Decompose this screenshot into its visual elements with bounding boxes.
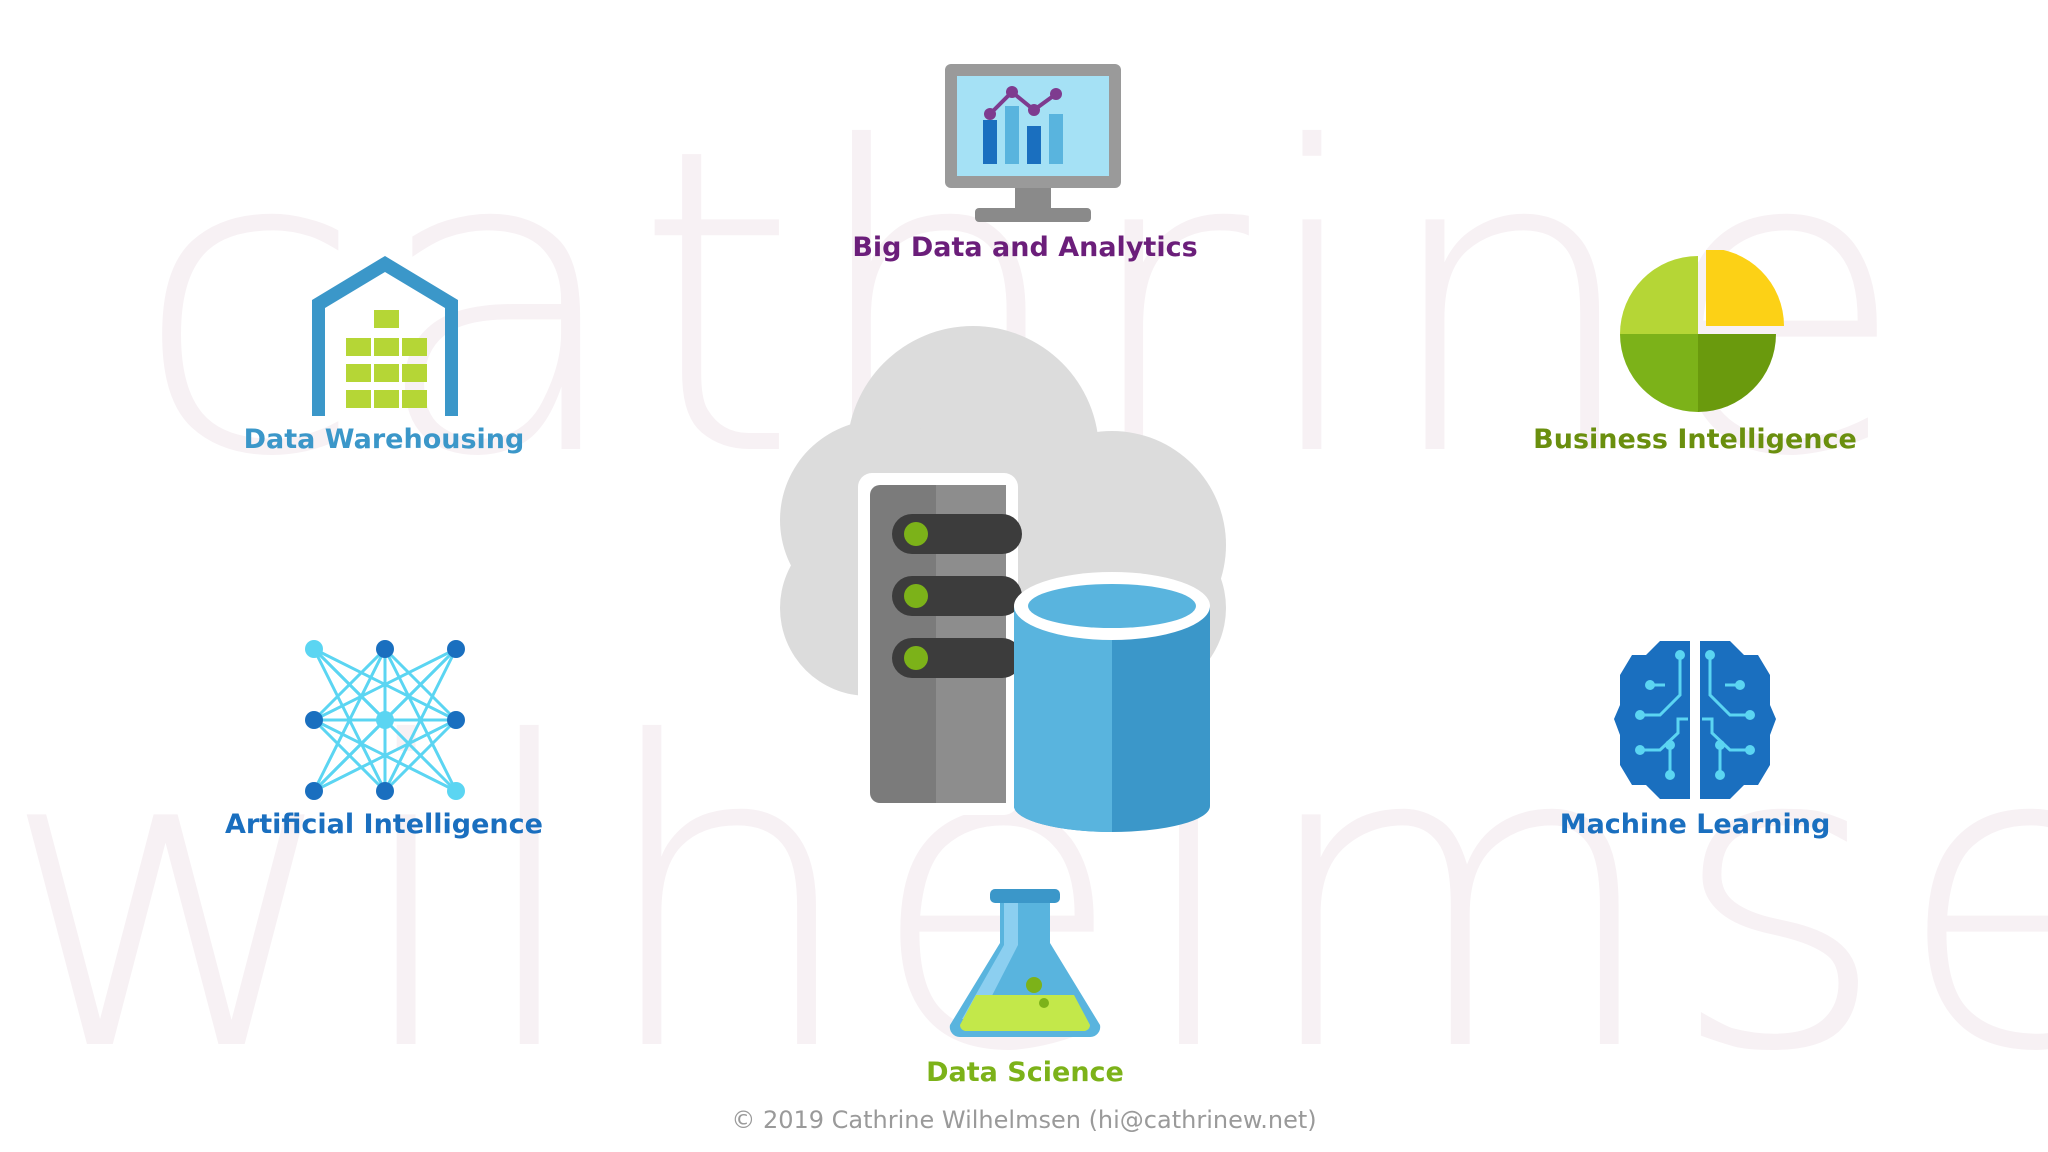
label-business-intelligence: Business Intelligence [1533, 424, 1857, 455]
warehouse-icon [312, 256, 458, 416]
brain-circuit-icon [1614, 641, 1776, 799]
node-business-intelligence: Business Intelligence [1533, 250, 1857, 460]
node-big-data-analytics: Big Data and Analytics [852, 62, 1198, 262]
label-big-data-analytics: Big Data and Analytics [852, 232, 1198, 263]
node-data-science: Data Science [925, 885, 1125, 1095]
pie-chart-icon [1620, 250, 1784, 412]
cloud-server-database-icon [780, 326, 1226, 832]
footer-copyright: © 2019 Cathrine Wilhelmsen (hi@cathrinew… [731, 1106, 1317, 1134]
label-data-science: Data Science [926, 1057, 1124, 1088]
monitor-chart-icon [945, 64, 1121, 222]
flask-icon [949, 889, 1101, 1038]
center-cloud-server-database [760, 310, 1290, 840]
label-data-warehousing: Data Warehousing [243, 424, 525, 455]
node-data-warehousing: Data Warehousing [244, 250, 524, 460]
node-machine-learning: Machine Learning [1560, 635, 1830, 845]
neural-network-icon [305, 640, 465, 800]
label-machine-learning: Machine Learning [1559, 809, 1831, 840]
label-artificial-intelligence: Artificial Intelligence [225, 809, 543, 840]
node-artificial-intelligence: Artificial Intelligence [225, 635, 543, 845]
